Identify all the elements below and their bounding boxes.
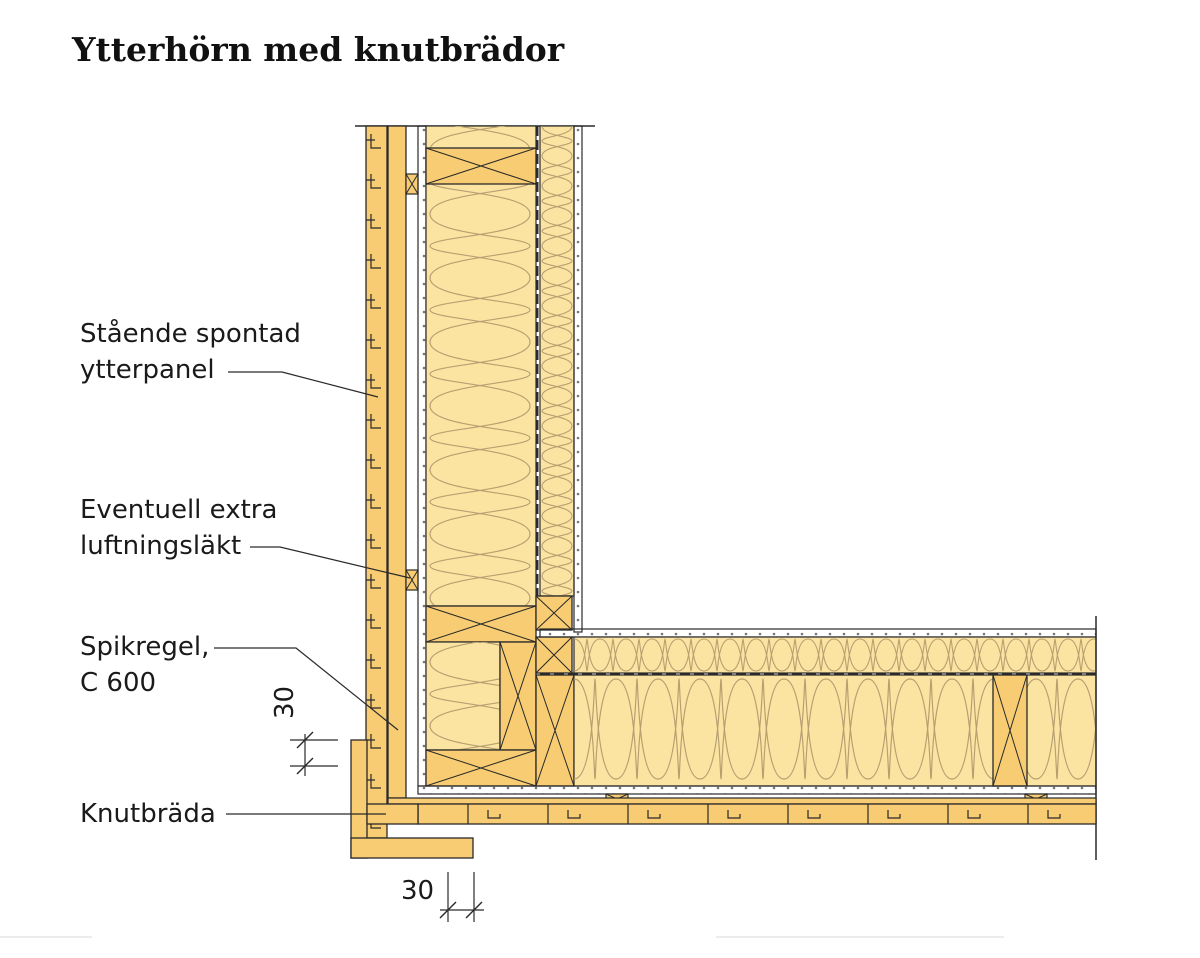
label-outer-panel-line-1: Stående spontad: [80, 319, 301, 349]
interior-board-horizontal: [539, 628, 1097, 638]
nailing-batten: [387, 125, 407, 799]
label-ventilation-batten: Eventuell extra luftningsläkt: [80, 492, 277, 564]
panel-tongue-joint-horizontal: [707, 804, 741, 824]
panel-tongue-joint: [366, 294, 381, 309]
horizontal-outer-panel: [417, 803, 1097, 825]
panel-tongue-joint: [366, 574, 381, 589]
panel-tongue-joint: [366, 334, 381, 349]
corner-stud-vertical: [499, 641, 537, 751]
corner-service-stud-lower: [535, 636, 573, 674]
panel-tongue-joint: [366, 614, 381, 629]
corner-service-stud-upper: [535, 595, 573, 631]
stud-horizontal-wall-right: [992, 674, 1028, 787]
panel-tongue-joint: [366, 534, 381, 549]
panel-tongue-joint: [366, 374, 381, 389]
label-outer-panel: Stående spontad ytterpanel: [80, 316, 301, 388]
nailing-batten-horizontal: [387, 797, 1097, 805]
label-corner-board-line-1: Knutbräda: [80, 799, 216, 829]
insulation-pattern-vertical: [426, 126, 536, 606]
panel-tongue-joint-horizontal: [947, 804, 981, 824]
panel-tongue-joint-horizontal: [787, 804, 821, 824]
label-ventilation-batten-line-2: luftningsläkt: [80, 531, 242, 561]
label-nailing-batten-line-1: Spikregel,: [80, 632, 210, 662]
label-nailing-batten: Spikregel, C 600: [80, 629, 209, 701]
panel-tongue-joint: [366, 654, 381, 669]
panel-tongue-joint: [366, 254, 381, 269]
panel-tongue-joint: [366, 174, 381, 189]
label-outer-panel-line-2: ytterpanel: [80, 355, 215, 385]
panel-tongue-joint: [366, 414, 381, 429]
label-ventilation-batten-line-1: Eventuell extra: [80, 495, 278, 525]
panel-tongue-joint-horizontal: [627, 804, 661, 824]
ventilation-batten-upper: [405, 173, 419, 195]
panel-tongue-joint-horizontal: [467, 804, 501, 824]
leader-ventilation-batten: [250, 546, 411, 579]
panel-tongue-joint-horizontal: [1027, 804, 1061, 824]
panel-tongue-joint-horizontal: [867, 804, 901, 824]
corner-stud-horizontal-top: [425, 605, 537, 643]
corner-insulation-pattern: [426, 642, 500, 750]
wind-barrier-board-vertical: [417, 125, 427, 787]
dimension-horizontal: 30: [401, 872, 484, 922]
service-insulation-pattern-vertical: [540, 126, 574, 596]
drawing-title: Ytterhörn med knutbrädor: [72, 30, 565, 69]
leader-outer-panel: [228, 371, 379, 398]
corner-stud-inner: [535, 674, 575, 787]
label-nailing-batten-line-2: C 600: [80, 668, 157, 698]
wind-barrier-board-horizontal: [417, 785, 1097, 795]
dimension-vertical: 30: [270, 686, 338, 776]
label-corner-board: Knutbräda: [80, 796, 216, 832]
panel-tongue-joint-horizontal: [547, 804, 581, 824]
ventilation-batten-lower: [405, 569, 419, 591]
panel-tongue-joint: [366, 134, 381, 149]
panel-tongue-joint: [366, 494, 381, 509]
service-insulation-pattern-horizontal: [574, 637, 1096, 673]
vertical-outer-panel: [365, 125, 388, 839]
corner-board-horizontal: [350, 837, 474, 859]
panel-tongue-joint: [366, 454, 381, 469]
corner-stud-horizontal-bottom: [425, 749, 537, 787]
interior-board-vertical: [573, 125, 583, 633]
dimension-horizontal-value: 30: [401, 876, 434, 906]
leader-nailing-batten: [214, 647, 399, 731]
dimension-vertical-value: 30: [270, 686, 300, 719]
stud-vertical-wall-top: [425, 147, 537, 185]
panel-tongue-joint: [366, 214, 381, 229]
